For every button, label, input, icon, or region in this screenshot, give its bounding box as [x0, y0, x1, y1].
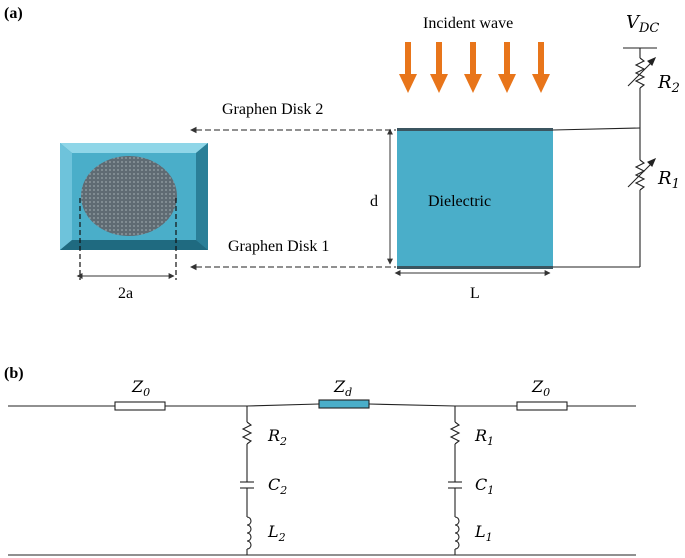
incident-wave-label: Incident wave	[423, 15, 513, 32]
l2-label: L2	[267, 522, 286, 544]
bias-circuit	[552, 47, 657, 268]
dielectric-slab	[397, 130, 553, 268]
r2-label: R2	[267, 426, 287, 448]
graphene-disk-1-layer	[397, 266, 553, 269]
dimension-d-label: d	[370, 193, 378, 210]
l1-label: L1	[474, 522, 493, 544]
z0-right-label: Z0	[531, 377, 550, 399]
variable-resistor-arrows	[627, 56, 657, 188]
wave-arrow	[464, 42, 482, 93]
graphen-disk-1-label: Graphen Disk 1	[228, 238, 329, 255]
equivalent-circuit	[8, 403, 636, 556]
dimension-2a-label: 2a	[118, 285, 133, 302]
dielectric-label: Dielectric	[428, 193, 491, 210]
graphene-disk-2-layer	[397, 128, 553, 131]
z0-right-impedance	[516, 401, 568, 411]
z0-left-impedance	[114, 401, 166, 411]
panel-a-label: (a)	[4, 5, 23, 22]
r1-label: R1	[474, 426, 494, 448]
r1-bias-label: R1	[657, 168, 680, 192]
wave-arrow	[430, 42, 448, 93]
vdc-label: VDC	[626, 12, 659, 36]
graphene-disk-top-view	[60, 143, 208, 280]
zd-impedance	[318, 399, 370, 409]
incident-wave-arrows	[399, 42, 550, 93]
wave-arrow	[399, 42, 417, 93]
panel-b-label: (b)	[4, 365, 24, 382]
zd-label: Zd	[333, 377, 352, 399]
dimension-L-label: L	[470, 285, 480, 302]
wave-arrow	[532, 42, 550, 93]
c1-label: C1	[475, 475, 494, 497]
z0-left-label: Z0	[131, 377, 150, 399]
wave-arrow	[498, 42, 516, 93]
c2-label: C2	[268, 475, 287, 497]
graphen-disk-2-label: Graphen Disk 2	[222, 101, 323, 118]
r2-bias-label: R2	[657, 72, 680, 96]
graphene-disk-mesh	[81, 156, 177, 236]
